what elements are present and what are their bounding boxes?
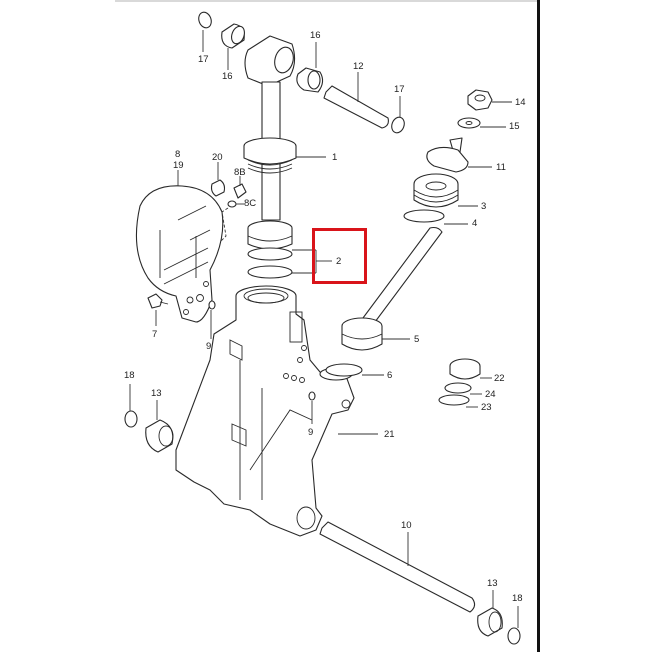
trim-rod-eye [244,35,296,87]
washer-8C [219,200,244,243]
callout-13: 13 [487,578,498,589]
bushing-16-right [296,42,324,93]
nut-14 [467,89,512,111]
callout-15: 15 [509,121,520,132]
bushing-16-left [221,23,245,70]
callout-9: 9 [206,341,212,352]
ring-24 [444,382,482,395]
snap-ring-17-left [198,11,212,52]
bolt-7 [147,293,169,326]
callout-2: 2 [336,256,342,267]
manual-valve-11 [426,137,492,173]
callout-11: 11 [496,162,506,173]
callout-12: 12 [353,61,364,72]
callout-8b: 8B [234,167,246,178]
tilt-rod-5 [341,226,443,351]
callout-23: 23 [481,402,492,413]
washer-15 [457,117,506,129]
callout-7: 7 [152,329,158,340]
plug-3 [413,173,478,208]
callout-8c: 8C [244,198,257,209]
callout-18: 18 [512,593,523,604]
o-rings-2 [247,247,332,279]
trim-rod [261,81,281,221]
callout-16: 16 [310,30,321,41]
callout-24: 24 [485,389,496,400]
callout-19: 19 [173,160,184,171]
callout-18: 18 [124,370,135,381]
callout-16: 16 [222,71,233,82]
callout-5: 5 [414,334,420,345]
callout-10: 10 [401,520,412,531]
bushing-13-right [477,590,503,637]
snap-ring-17-right [391,96,405,134]
highlight-box-part-2 [312,228,367,284]
cover-8-19 [135,170,224,323]
seal-22 [449,358,492,380]
piston [247,220,293,250]
o-ring-4 [403,209,468,225]
cylinder-body-21 [175,285,378,537]
callout-3: 3 [481,201,487,212]
ring-23 [438,394,478,408]
callout-9: 9 [308,427,314,438]
callout-1: 1 [332,152,338,163]
callout-8: 8 [175,149,181,160]
callout-17: 17 [394,84,405,95]
callout-20: 20 [212,152,223,163]
o-ring-9-left [208,300,216,339]
top-border-line [115,0,539,2]
cylinder-cap-1 [243,137,326,174]
snap-ring-18-right [507,606,521,645]
callout-6: 6 [387,370,393,381]
callout-14: 14 [515,97,526,108]
bushing-13-left [145,400,174,453]
bolt-8B [233,176,247,199]
tilt-pin-10 [319,521,476,613]
seal-6 [325,363,384,377]
plug-20 [210,162,226,197]
callout-17: 17 [198,54,209,65]
o-ring-9-right [308,391,316,424]
callout-21: 21 [384,429,395,440]
callout-4: 4 [472,218,478,229]
callout-13: 13 [151,388,162,399]
snap-ring-18-left [124,384,138,428]
right-border-bar [537,0,540,652]
callout-22: 22 [494,373,505,384]
pin-12 [323,72,389,129]
